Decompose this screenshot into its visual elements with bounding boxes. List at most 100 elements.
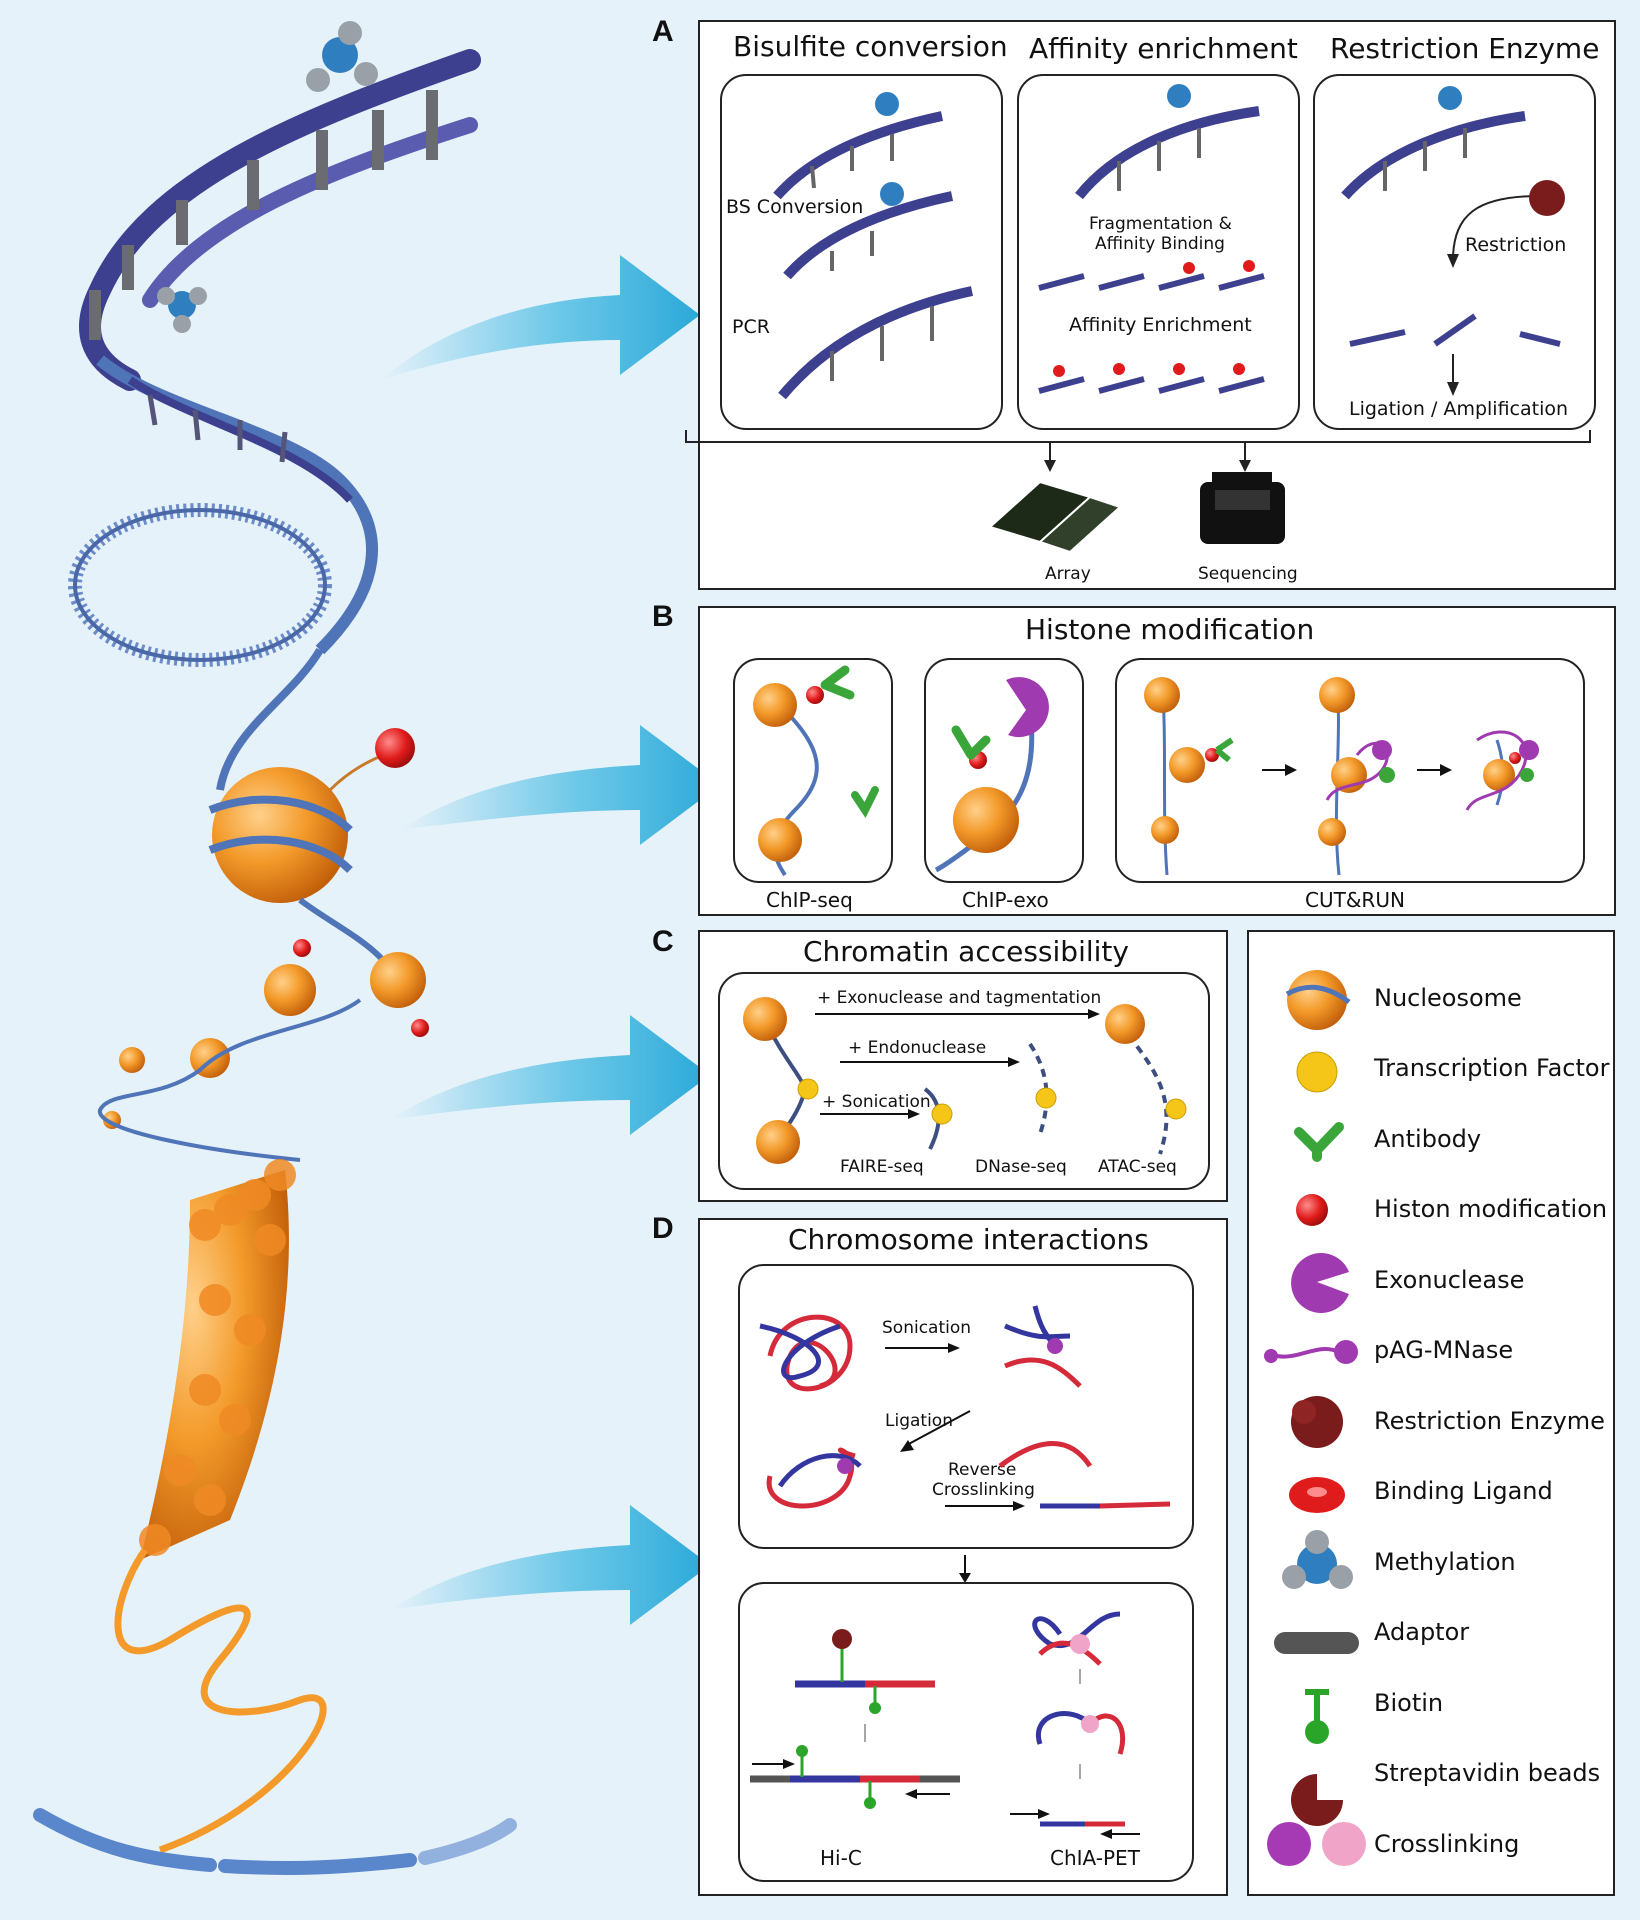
nucleosome: [208, 728, 415, 903]
antibody-icon: [1294, 1122, 1344, 1162]
affinity-binding-label: Affinity Binding: [1095, 234, 1225, 254]
binding-ligand-icon: [1289, 1477, 1345, 1513]
chip-exo-diagram: [934, 677, 1049, 873]
restriction-enzyme-icon: [1291, 1396, 1343, 1448]
interaction-prep-box: Sonication Ligation Reverse Crosslinking: [738, 1264, 1194, 1549]
faire-seq-label: FAIRE-seq: [840, 1157, 924, 1177]
dna-loop: [68, 503, 332, 667]
d-sonication-label: Sonication: [882, 1318, 972, 1338]
d-ligation-label: Ligation: [885, 1411, 953, 1431]
bs-conversion-label: BS Conversion: [726, 196, 864, 218]
affinity-title: Affinity enrichment: [1029, 32, 1298, 65]
restriction-label: Restriction: [1465, 234, 1567, 256]
bisulfite-title: Bisulfite conversion: [733, 30, 1008, 63]
methylation-molecule: [157, 287, 207, 333]
histone-modification-icon: [1296, 1194, 1328, 1226]
cut-and-run-label: CUT&RUN: [1305, 888, 1405, 912]
legend-antibody: Antibody: [1374, 1125, 1482, 1153]
cut-and-run-diagram: [1144, 677, 1539, 876]
panel-b: Histone modification: [698, 606, 1616, 916]
exonuclease-tagmentation-label: + Exonuclease and tagmentation: [817, 988, 1102, 1008]
biotin-icon: [1305, 1689, 1329, 1744]
panel-d: Chromosome interactions Sonication Ligat…: [698, 1218, 1228, 1896]
methylation-molecule: [306, 21, 378, 92]
legend-nucleosome: Nucleosome: [1374, 984, 1522, 1012]
panel-a-letter: A: [652, 15, 674, 48]
sonication-label: + Sonication: [822, 1092, 931, 1112]
chromosome-arc: [33, 1808, 517, 1875]
ligation-amplification-label: Ligation / Amplification: [1349, 398, 1569, 420]
streptavidin-beads-icon: [1291, 1774, 1343, 1826]
nucleosome-small: [103, 952, 429, 1129]
chromatin-accessibility-title: Chromatin accessibility: [803, 935, 1129, 968]
chip-seq-box: [733, 658, 893, 883]
nucleosome-icon: [1285, 970, 1351, 1030]
panel-c: Chromatin accessibility + Exonuclease an…: [698, 930, 1228, 1202]
chromatin-accessibility-diagram: [743, 997, 1187, 1164]
chromosome-interactions-title: Chromosome interactions: [788, 1223, 1149, 1256]
legend-biotin: Biotin: [1374, 1689, 1444, 1717]
chip-exo-label: ChIP-exo: [962, 888, 1049, 912]
pag-mnase-icon: [1264, 1340, 1358, 1364]
chip-seq-label: ChIP-seq: [766, 888, 853, 912]
chromatin-accessibility-box: + Exonuclease and tagmentation + Endonuc…: [718, 972, 1210, 1190]
interaction-prep-diagram: [759, 1305, 1171, 1511]
affinity-box: Fragmentation & Affinity Binding Affinit…: [1017, 74, 1300, 430]
restriction-box: Restriction Ligation / Amplification: [1313, 74, 1596, 430]
adaptor-icon: [1274, 1632, 1359, 1654]
legend-binding-ligand: Binding Ligand: [1374, 1477, 1553, 1505]
bisulfite-box: BS Conversion PCR: [720, 74, 1003, 430]
legend-pag-mnase: pAG-MNase: [1374, 1336, 1514, 1364]
dnase-seq-label: DNase-seq: [975, 1157, 1067, 1177]
hic-chiapet-diagram: [750, 1611, 1140, 1839]
legend-transcription-factor: Transcription Factor: [1374, 1054, 1610, 1082]
cut-and-run-box: [1115, 658, 1585, 883]
hic-chiapet-box: Hi-C ChIA-PET: [738, 1582, 1194, 1882]
chip-seq-diagram: [753, 665, 879, 877]
pcr-label: PCR: [732, 316, 770, 338]
methylation-icon: [1282, 1530, 1353, 1589]
arrow-to-panel-c: [390, 1015, 710, 1135]
sequencer-icon: [1200, 472, 1285, 544]
panel-d-letter: D: [652, 1212, 674, 1245]
arrow-to-panel-d: [390, 1505, 710, 1625]
affinity-enrichment-label: Affinity Enrichment: [1069, 314, 1252, 336]
d-down-arrow: [959, 1555, 971, 1583]
legend-adaptor: Adaptor: [1374, 1618, 1470, 1646]
fragmentation-label: Fragmentation &: [1089, 214, 1232, 234]
endonuclease-label: + Endonuclease: [848, 1038, 987, 1058]
chip-exo-box: [924, 658, 1084, 883]
legend-exonuclease: Exonuclease: [1374, 1266, 1525, 1294]
legend-restriction-enzyme: Restriction Enzyme: [1374, 1407, 1605, 1435]
legend-methylation: Methylation: [1374, 1548, 1516, 1576]
chromatin-fiber: [114, 1159, 327, 1854]
histone-modification-title: Histone modification: [1025, 613, 1315, 646]
transcription-factor-icon: [1296, 1051, 1338, 1093]
panel-a: Bisulfite conversion Affinity enrichment…: [685, 20, 1616, 590]
hi-c-label: Hi-C: [820, 1846, 862, 1870]
array-icon: [988, 480, 1122, 554]
legend-panel: Nucleosome Transcription Factor Antibody…: [1247, 930, 1615, 1896]
exonuclease-icon: [1291, 1253, 1349, 1313]
dna-double-helix: [79, 21, 481, 655]
d-crosslinking-label: Crosslinking: [932, 1480, 1035, 1500]
restriction-dna-icons: [1341, 86, 1565, 396]
legend-crosslinking: Crosslinking: [1374, 1830, 1520, 1858]
legend-streptavidin-beads: Streptavidin beads: [1374, 1759, 1601, 1787]
arrow-to-panel-b: [400, 725, 720, 845]
panel-c-letter: C: [652, 925, 674, 958]
legend-histon-modification: Histon modification: [1374, 1195, 1608, 1223]
panel-b-letter: B: [652, 600, 674, 633]
legend-icons: [1264, 970, 1366, 1866]
atac-seq-label: ATAC-seq: [1098, 1157, 1177, 1177]
array-label: Array: [1045, 564, 1091, 584]
sequencing-label: Sequencing: [1198, 564, 1298, 584]
chia-pet-label: ChIA-PET: [1050, 1846, 1140, 1870]
bisulfite-dna-icons: [773, 92, 974, 400]
arrow-to-panel-a: [380, 255, 700, 380]
panel-a-bracket: [685, 430, 1591, 554]
crosslinking-icon: [1267, 1822, 1366, 1866]
restriction-title: Restriction Enzyme: [1330, 32, 1600, 65]
affinity-dna-icons: [1038, 84, 1265, 394]
